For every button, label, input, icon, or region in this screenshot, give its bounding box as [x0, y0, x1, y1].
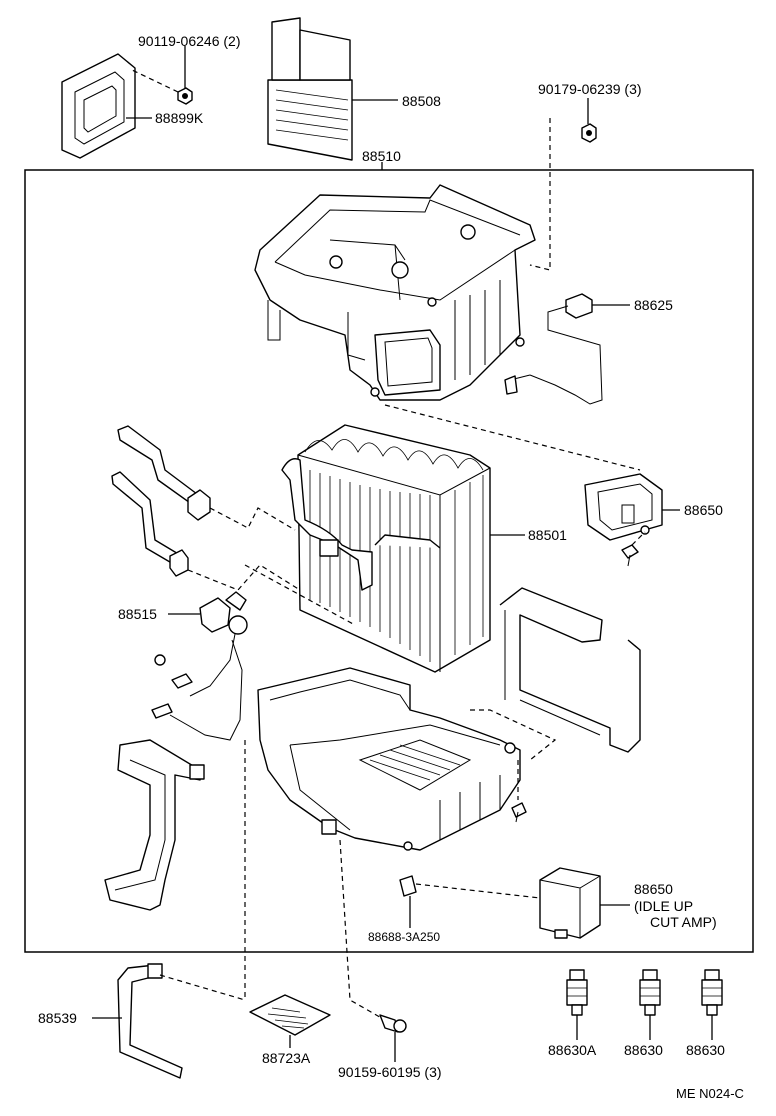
screw-90159-60195	[379, 1014, 407, 1033]
probe-88515	[171, 673, 193, 689]
clip-88625	[504, 375, 518, 395]
ring-88515	[154, 654, 166, 666]
amplifier-88650	[539, 867, 601, 939]
label-90179-06239: 90179-06239 (3)	[538, 81, 642, 97]
gasket-88899k	[61, 53, 136, 159]
hose-88539	[117, 963, 183, 1079]
expansion-valve-88515	[169, 591, 248, 741]
screw-lower-case	[511, 802, 527, 823]
label-88501: 88501	[528, 527, 567, 543]
dash-bracket-lower-case	[470, 709, 557, 761]
upper-case	[254, 184, 536, 401]
evaporator-88501	[281, 424, 491, 673]
label-88630a: 88630A	[548, 1042, 597, 1058]
label-88515: 88515	[118, 606, 157, 622]
probe-tip-88515	[151, 703, 173, 719]
hose-bracket-lower-left	[104, 739, 205, 911]
label-88650-top: 88650	[684, 502, 723, 518]
label-sheet-88723a	[249, 994, 331, 1036]
dash-evap-lower	[244, 564, 356, 626]
assembly-frame	[24, 169, 754, 953]
dash-hose-sheet	[159, 974, 246, 1001]
label-88650-amp: 88650	[634, 881, 673, 897]
label-88899k: 88899K	[155, 110, 204, 126]
nut-90179-06239	[581, 123, 597, 143]
pressure-switch-88630a	[566, 969, 588, 1016]
dash-screw	[631, 531, 646, 546]
dash-nut-gasket	[131, 69, 179, 93]
label-90159-60195: 90159-60195 (3)	[338, 1064, 442, 1080]
label-88630-b: 88630	[686, 1042, 725, 1058]
label-88650-amp-line1: (IDLE UP	[634, 898, 693, 914]
label-88650-amp-line2: CUT AMP)	[650, 914, 717, 930]
label-88625: 88625	[634, 297, 673, 313]
label-88508: 88508	[402, 93, 441, 109]
pressure-switch-88630-a	[639, 969, 661, 1016]
dash-case-88650	[384, 404, 641, 471]
dash-clip-amp	[415, 883, 541, 899]
pipe-upper-left	[111, 425, 211, 577]
label-88510: 88510	[362, 148, 401, 164]
clip-88688	[399, 875, 417, 897]
dash-pipe-evap-2	[187, 564, 301, 591]
bracket-right	[499, 587, 641, 753]
label-88723a: 88723A	[262, 1050, 311, 1066]
thermistor-88625	[509, 293, 603, 405]
label-90119-06246: 90119-06246 (2)	[138, 33, 240, 49]
pressure-switch-88630-b	[701, 969, 723, 1016]
label-88630-a: 88630	[624, 1042, 663, 1058]
lower-case	[257, 667, 521, 851]
dash-90179	[529, 118, 551, 271]
label-88539: 88539	[38, 1010, 77, 1026]
dash-pipe-evap-1	[209, 507, 296, 531]
screw-88650	[621, 544, 639, 567]
filter-88508	[267, 17, 353, 161]
resistor-88650	[584, 473, 663, 541]
label-88688-3a250: 88688-3A250	[368, 930, 440, 944]
reference-code: ME N024-C	[676, 1086, 744, 1101]
nut-90119-06246	[177, 87, 193, 105]
